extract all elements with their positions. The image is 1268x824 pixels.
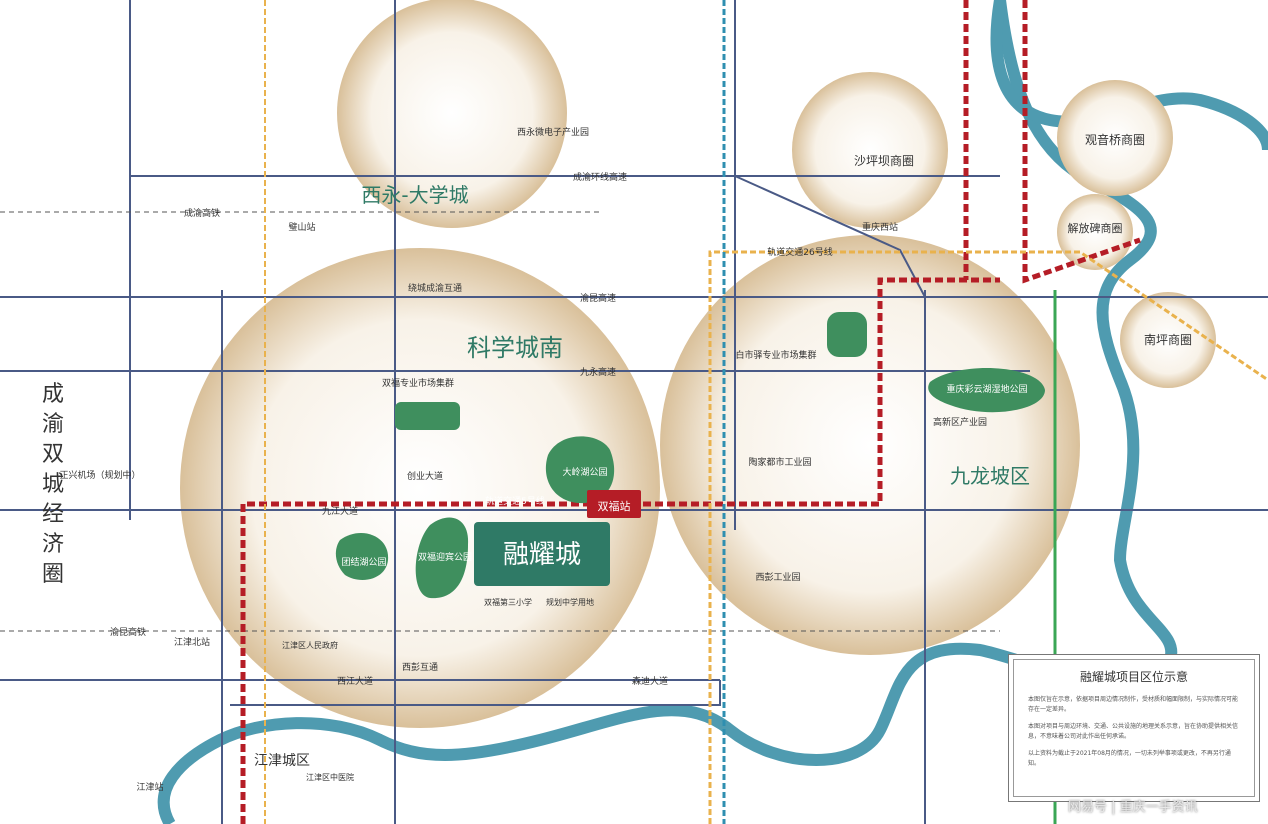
district-xiyong: 西永-大学城: [361, 183, 468, 207]
legend-box: 融耀城项目区位示意 本图仅旨在示意，依据项目周边情况制作，受材质和幅面限制，与实…: [1008, 654, 1260, 802]
poi-market: 双福专业市场集群: [382, 377, 454, 389]
poi-xiyong-ind: 西永微电子产业园: [517, 126, 589, 138]
shuangfu-park-shape: [415, 517, 469, 599]
poi-shuangfu-park: 双福迎宾公园: [418, 551, 472, 563]
district-jiefangbei: 解放碑商圈: [1068, 221, 1123, 235]
poi-taojia: 陶家都市工业园: [748, 456, 811, 468]
road-senyou: 森迪大道: [632, 675, 668, 687]
map-labels: 西永-大学城 科学城南 九龙坡区 江津城区 沙坪坝商圈 观音桥商圈 解放碑商圈 …: [59, 126, 1192, 793]
road-xipeng-hutong: 西彭互通: [402, 661, 438, 673]
shuangfu-station-marker: [587, 490, 641, 518]
poi-tuanjiehu: 团结湖公园: [341, 556, 386, 568]
metro-line-red-b: [1022, 0, 1141, 284]
station-shuangfu: 双福站: [598, 499, 631, 513]
tuanjiehu-park-shape: [335, 532, 389, 580]
poi-baishi: 白市驿专业市场集群: [735, 349, 816, 361]
district-kexue: 科学城南: [467, 334, 563, 362]
shapingba-circle: [792, 72, 948, 228]
station-bishan: 璧山站: [288, 221, 315, 233]
poi-gov: 江津区人民政府: [282, 640, 338, 650]
kexue-circle: [180, 248, 660, 728]
road-yukun: 渝昆高速: [580, 292, 616, 304]
niuyang-park-shape: [395, 402, 460, 430]
district-shapingba: 沙坪坝商圈: [854, 153, 914, 168]
poi-hospital: 江津区中医院: [306, 772, 354, 782]
legend-note-2: 本图对项目与周边环境、交通、公共设施的地理关系示意，旨在协助提供相关信息，不意味…: [1028, 723, 1239, 740]
district-guanyinqiao: 观音桥商圈: [1085, 132, 1145, 147]
road-chengyu-ring: 成渝环线高速: [573, 171, 627, 183]
project-name: 融耀城: [503, 540, 581, 570]
huayan-park-shape: [827, 312, 867, 357]
legend-note-1: 本图仅旨在示意，依据项目周边情况制作，受材质和幅面限制，与实际情况可能存在一定差…: [1028, 696, 1239, 713]
poi-school2: 规划中学用地: [546, 597, 594, 607]
nanping-circle: [1120, 292, 1216, 388]
dalinghu-park: [545, 436, 615, 504]
district-nanping: 南坪商圈: [1144, 332, 1192, 347]
map-title: 融耀城项目区位示意: [1079, 670, 1188, 684]
poi-airport: 正兴机场（规划中）: [59, 469, 140, 481]
road-yukun-rail: 渝昆高铁: [110, 626, 146, 638]
district-jiulongpo: 九龙坡区: [950, 464, 1030, 488]
caiyun-park-shape: [928, 368, 1045, 413]
road-jiuyong: 九永高速: [580, 366, 616, 378]
poi-xipeng: 西彭工业园: [755, 571, 800, 583]
district-jiangjin: 江津城区: [254, 753, 310, 769]
jiulongpo-circle: [660, 235, 1080, 655]
road-xijiang: 西江大道: [337, 675, 373, 687]
poi-dalinghu: 大岭湖公园: [562, 466, 607, 478]
road-jiujiang: 九江大道: [322, 505, 358, 517]
project-box: [474, 522, 610, 586]
yangtze-river: [157, 0, 1178, 824]
guanyinqiao-circle: [1057, 80, 1173, 196]
road-chengyu-rail: 成渝高铁: [184, 207, 220, 219]
poi-gaoxin: 高新区产业园: [933, 416, 987, 428]
poi-caiyun: 重庆彩云湖湿地公园: [946, 383, 1027, 395]
metro-line-26: [708, 250, 1268, 824]
station-jiangjin: 江津站: [136, 781, 163, 793]
metro-line26-label: 轨道交通26号线: [767, 246, 832, 258]
legend-note-3: 以上资料为截止于2021年08月的情况，一切未列举事项或更改，不再另行通知。: [1028, 750, 1231, 767]
watermark: 网易号 | 重庆一手资讯: [1068, 800, 1198, 815]
station-jiangjinbei: 江津北站: [174, 636, 210, 648]
road-chuangye: 创业大道: [407, 470, 443, 482]
road-raocheng: 绕城成渝互通: [408, 282, 462, 294]
side-title: 成渝双城经济圈: [41, 382, 64, 587]
station-chongqingxi: 重庆西站: [862, 221, 898, 233]
metro-line5-label: 轨道交通5号线: [485, 495, 545, 507]
poi-school1: 双福第三小学: [484, 597, 532, 607]
